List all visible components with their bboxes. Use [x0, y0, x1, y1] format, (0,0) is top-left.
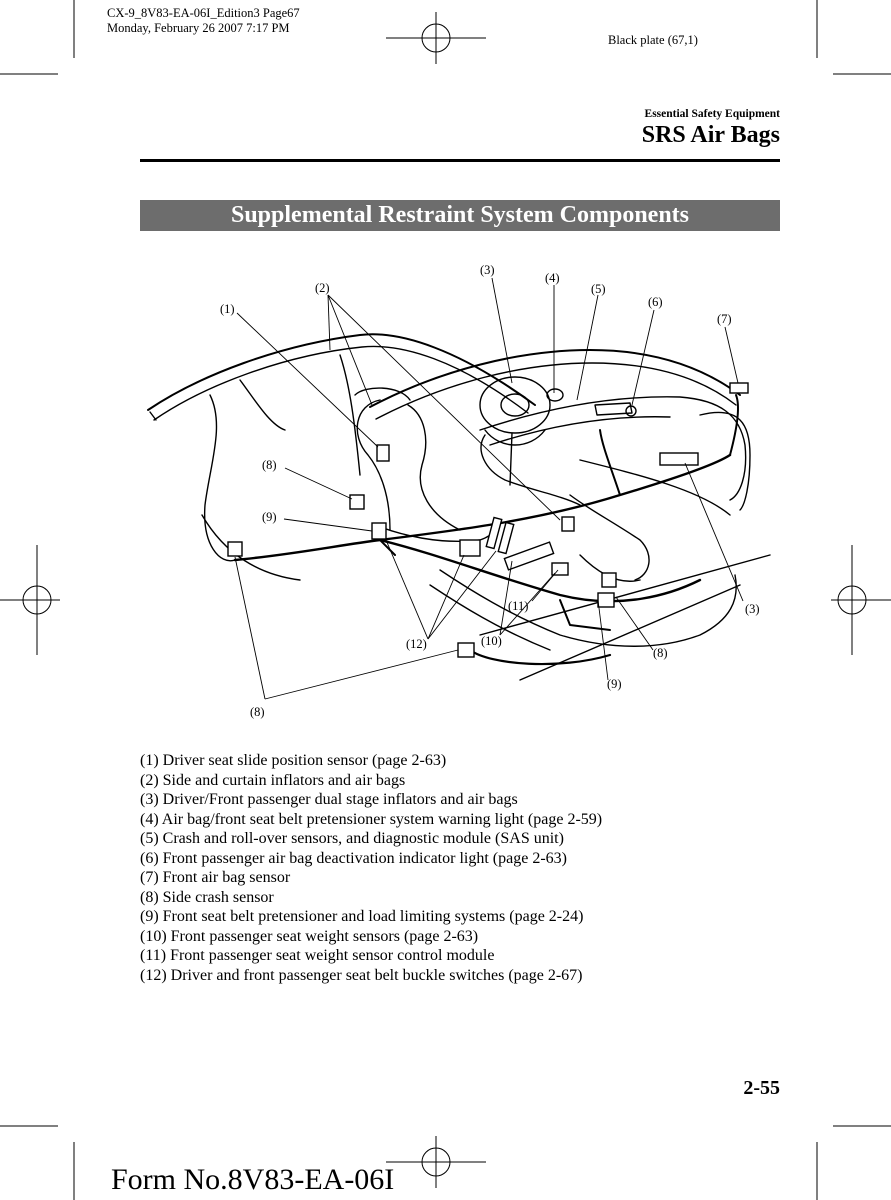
callout-6: (6): [648, 295, 663, 309]
callout-9-bottom: (9): [607, 677, 622, 691]
legend-item: (7) Front air bag sensor: [140, 869, 291, 886]
callout-3-top: (3): [480, 263, 495, 277]
legend-item: (10) Front passenger seat weight sensors…: [140, 927, 479, 945]
callout-1: (1): [220, 302, 235, 316]
callout-11: (11): [508, 599, 528, 613]
callout-8-left: (8): [262, 458, 277, 472]
section-title: SRS Air Bags: [641, 122, 780, 148]
legend-item: (12) Driver and front passenger seat bel…: [140, 966, 583, 984]
legend-item: (4) Air bag/front seat belt pretensioner…: [140, 810, 603, 828]
form-number: Form No.8V83-EA-06I: [111, 1163, 395, 1196]
callout-10: (10): [481, 634, 502, 648]
legend-item: (1) Driver seat slide position sensor (p…: [140, 752, 447, 769]
callout-3-right: (3): [745, 602, 760, 616]
callout-2: (2): [315, 281, 330, 295]
page-number: 2-55: [743, 1077, 780, 1099]
legend-item: (2) Side and curtain inflators and air b…: [140, 771, 406, 789]
component-legend: (1) Driver seat slide position sensor (p…: [140, 751, 602, 985]
banner-title: Supplemental Restraint System Components: [140, 200, 780, 231]
srs-components-diagram: (1) (2) (3) (4) (5) (6) (7) (8) (9) (3) …: [147, 263, 771, 719]
callout-8-bottom: (8): [653, 646, 668, 660]
legend-item: (9) Front seat belt pretensioner and loa…: [140, 908, 584, 925]
section-label: Essential Safety Equipment: [644, 108, 780, 120]
title-rule: [140, 159, 780, 162]
callout-7: (7): [717, 312, 732, 326]
callout-8-lower-left: (8): [250, 705, 265, 719]
date-line: Monday, February 26 2007 7:17 PM: [107, 21, 290, 35]
legend-item: (3) Driver/Front passenger dual stage in…: [140, 791, 518, 808]
legend-item: (6) Front passenger air bag deactivation…: [140, 849, 567, 867]
callout-9-left: (9): [262, 510, 277, 524]
legend-item: (8) Side crash sensor: [140, 888, 274, 906]
callout-5: (5): [591, 282, 606, 296]
plate-label: Black plate (67,1): [608, 33, 698, 47]
legend-item: (11) Front passenger seat weight sensor …: [140, 947, 495, 964]
legend-item: (5) Crash and roll-over sensors, and dia…: [140, 830, 564, 847]
callout-12: (12): [406, 637, 427, 651]
file-line: CX-9_8V83-EA-06I_Edition3 Page67: [107, 6, 300, 20]
callout-4: (4): [545, 271, 560, 285]
print-job-info: CX-9_8V83-EA-06I_Edition3 Page67 Monday,…: [107, 6, 300, 36]
